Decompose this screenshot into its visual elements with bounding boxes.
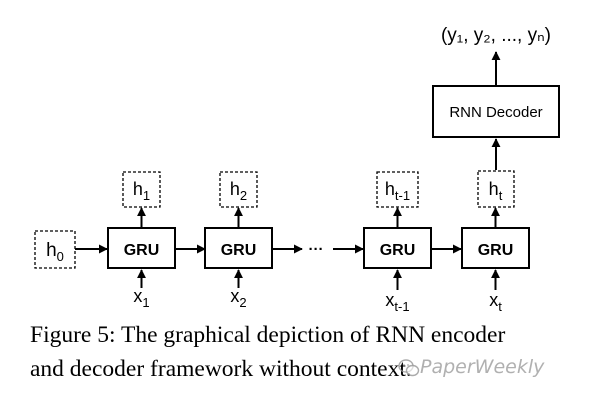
caption-line-2: and decoder framework without context.: [30, 356, 412, 382]
initial-state-main: h: [46, 240, 57, 261]
gru-cell-t-minus-1: GRU: [363, 227, 432, 269]
initial-state-box: h0: [34, 230, 76, 269]
caption-line-1: Figure 5: The graphical depiction of RNN…: [30, 322, 506, 348]
gru-label: GRU: [478, 242, 514, 259]
hidden-state-sub: t: [499, 188, 503, 203]
figure-caption: Figure 5: The graphical depiction of RNN…: [30, 318, 605, 386]
gru-label: GRU: [221, 242, 257, 259]
hidden-state-sub: 1: [143, 188, 150, 203]
input-main: x: [385, 290, 394, 310]
gru-cell-t: GRU: [461, 227, 530, 269]
rnn-decoder-label: RNN Decoder: [449, 104, 542, 121]
gru-cell-1: GRU: [107, 227, 176, 269]
svg-text:h2: h2: [230, 179, 247, 203]
ellipsis: ···: [309, 241, 324, 258]
svg-text:ht-1: ht-1: [385, 179, 410, 203]
input-main: x: [133, 286, 142, 306]
hidden-state-box-1: h1: [122, 171, 161, 208]
hidden-state-main: h: [133, 179, 143, 199]
input-sub: 1: [142, 295, 149, 310]
input-sub: t: [498, 299, 502, 314]
hidden-state-sub: t-1: [395, 188, 410, 203]
input-sub: 2: [239, 295, 246, 310]
gru-label: GRU: [380, 242, 416, 259]
hidden-state-box-2: h2: [219, 171, 258, 208]
svg-text:h0: h0: [46, 240, 64, 264]
gru-cell-2: GRU: [204, 227, 273, 269]
initial-state-sub: 0: [57, 249, 64, 264]
svg-text:x1: x1: [133, 286, 149, 310]
hidden-state-main: h: [385, 179, 395, 199]
svg-text:xt: xt: [489, 290, 502, 314]
gru-label: GRU: [124, 242, 160, 259]
input-main: x: [230, 286, 239, 306]
watermark-text: PaperWeekly: [420, 356, 545, 378]
hidden-state-sub: 2: [240, 188, 247, 203]
hidden-state-main: h: [489, 179, 499, 199]
rnn-decoder-box: RNN Decoder: [432, 85, 560, 138]
output-sequence-label: (y₁, y₂, ..., yₙ): [441, 25, 551, 46]
hidden-state-box-t: ht: [477, 170, 515, 208]
hidden-state-box-t-minus-1: ht-1: [376, 171, 419, 208]
svg-text:x2: x2: [230, 286, 246, 310]
input-main: x: [489, 290, 498, 310]
hidden-state-main: h: [230, 179, 240, 199]
svg-text:xt-1: xt-1: [385, 290, 409, 314]
input-sub: t-1: [394, 299, 409, 314]
wechat-icon: [398, 359, 420, 377]
svg-text:h1: h1: [133, 179, 150, 203]
svg-text:ht: ht: [489, 179, 503, 203]
